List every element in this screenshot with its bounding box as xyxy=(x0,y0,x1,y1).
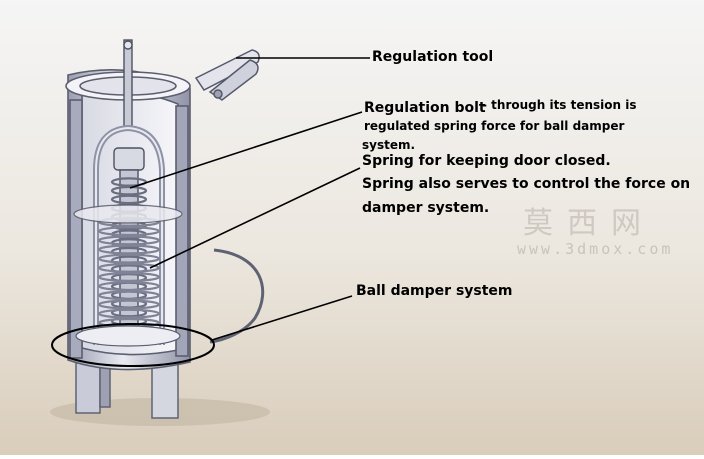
label-regulation-bolt-title: Regulation bolt xyxy=(364,100,486,116)
leader-regulation-bolt xyxy=(129,111,363,189)
ball-damper-highlight xyxy=(51,323,215,367)
label-spring-line-3: damper system. xyxy=(362,200,490,216)
leader-ball-damper xyxy=(211,295,353,341)
spring-coil xyxy=(97,244,161,255)
watermark-url: www.3dmox.com xyxy=(517,240,674,258)
spring-coil xyxy=(97,272,161,282)
spring-coil xyxy=(97,308,161,319)
spring-coil xyxy=(97,262,161,273)
spring-coil xyxy=(110,194,148,205)
label-spring-line-1: Spring for keeping door closed. xyxy=(362,153,611,169)
inner-plates xyxy=(73,204,183,347)
label-ball-damper: Ball damper system xyxy=(356,283,513,299)
label-regulation-bolt-desc-1: - through its tension is xyxy=(482,98,637,112)
label-spring-line-2: Spring also serves to control the force … xyxy=(362,176,691,192)
leader-spring xyxy=(149,167,361,269)
spring-coil xyxy=(97,226,161,237)
spring-coil xyxy=(97,253,161,264)
label-regulation-bolt-desc-2: regulated spring force for ball damper xyxy=(364,119,625,133)
spring-coil xyxy=(97,281,161,292)
spring-coil xyxy=(97,299,161,310)
cable-loop xyxy=(209,248,265,344)
label-regulation-bolt-desc-3: system. xyxy=(362,138,416,152)
spring-coil xyxy=(110,185,148,196)
spring-coil xyxy=(97,235,161,246)
watermark-chinese: 莫西网 xyxy=(523,206,655,241)
spring-coil xyxy=(97,290,161,301)
regulation-tool xyxy=(194,49,260,101)
label-regulation-tool: Regulation tool xyxy=(372,49,494,65)
leader-lines xyxy=(129,57,370,341)
